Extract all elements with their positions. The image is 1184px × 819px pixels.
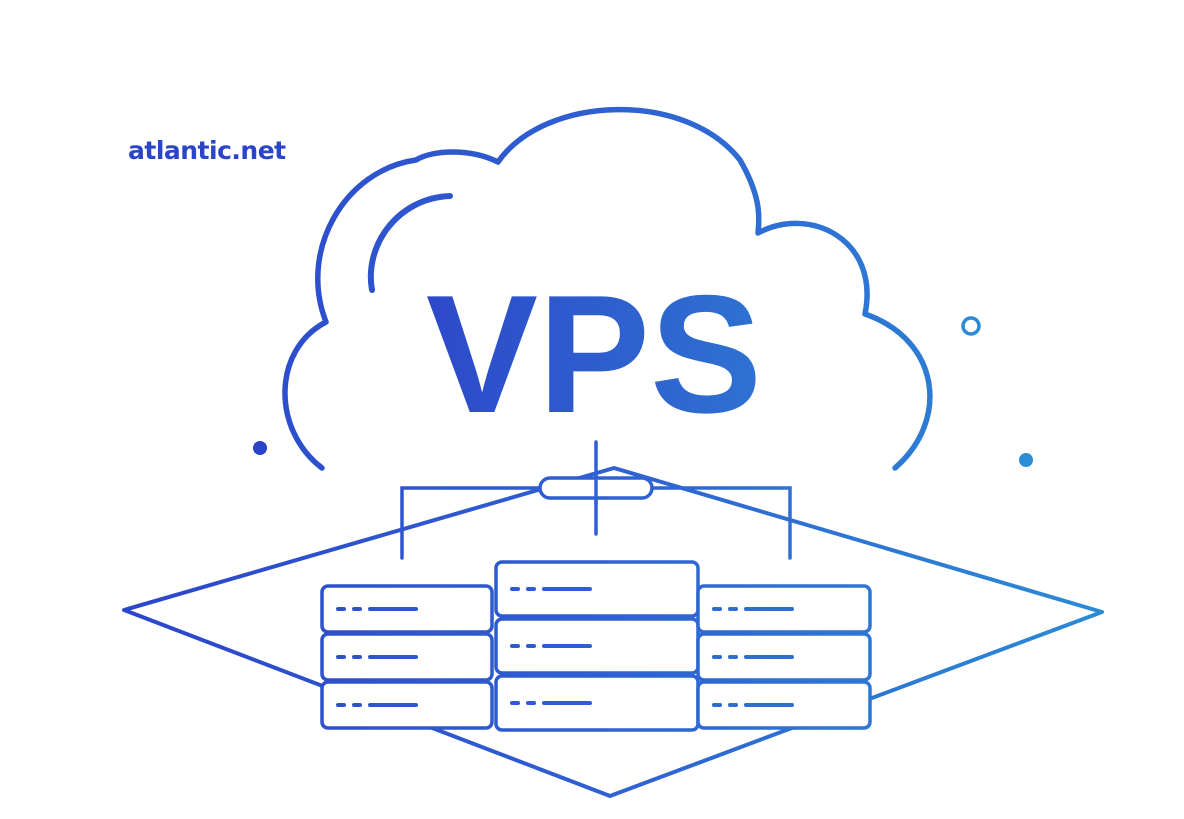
server-racks (320, 560, 872, 732)
cloud-highlight-arc (367, 193, 453, 293)
server-unit (320, 680, 494, 730)
server-unit (320, 584, 494, 634)
server-unit (696, 584, 872, 634)
decor-dot-left (253, 441, 267, 455)
server-unit (494, 560, 700, 618)
diamond-floor (122, 466, 1104, 798)
brand-logo: atlantic.net (128, 136, 286, 165)
server-unit (494, 674, 700, 732)
cloud-outline-icon (282, 106, 933, 471)
server-unit (494, 617, 700, 675)
vps-headline: VPS (426, 260, 762, 448)
decor-dot-right (1019, 453, 1033, 467)
server-unit (696, 632, 872, 682)
server-unit (320, 632, 494, 682)
decor-ring-right (961, 316, 981, 336)
server-unit (696, 680, 872, 730)
